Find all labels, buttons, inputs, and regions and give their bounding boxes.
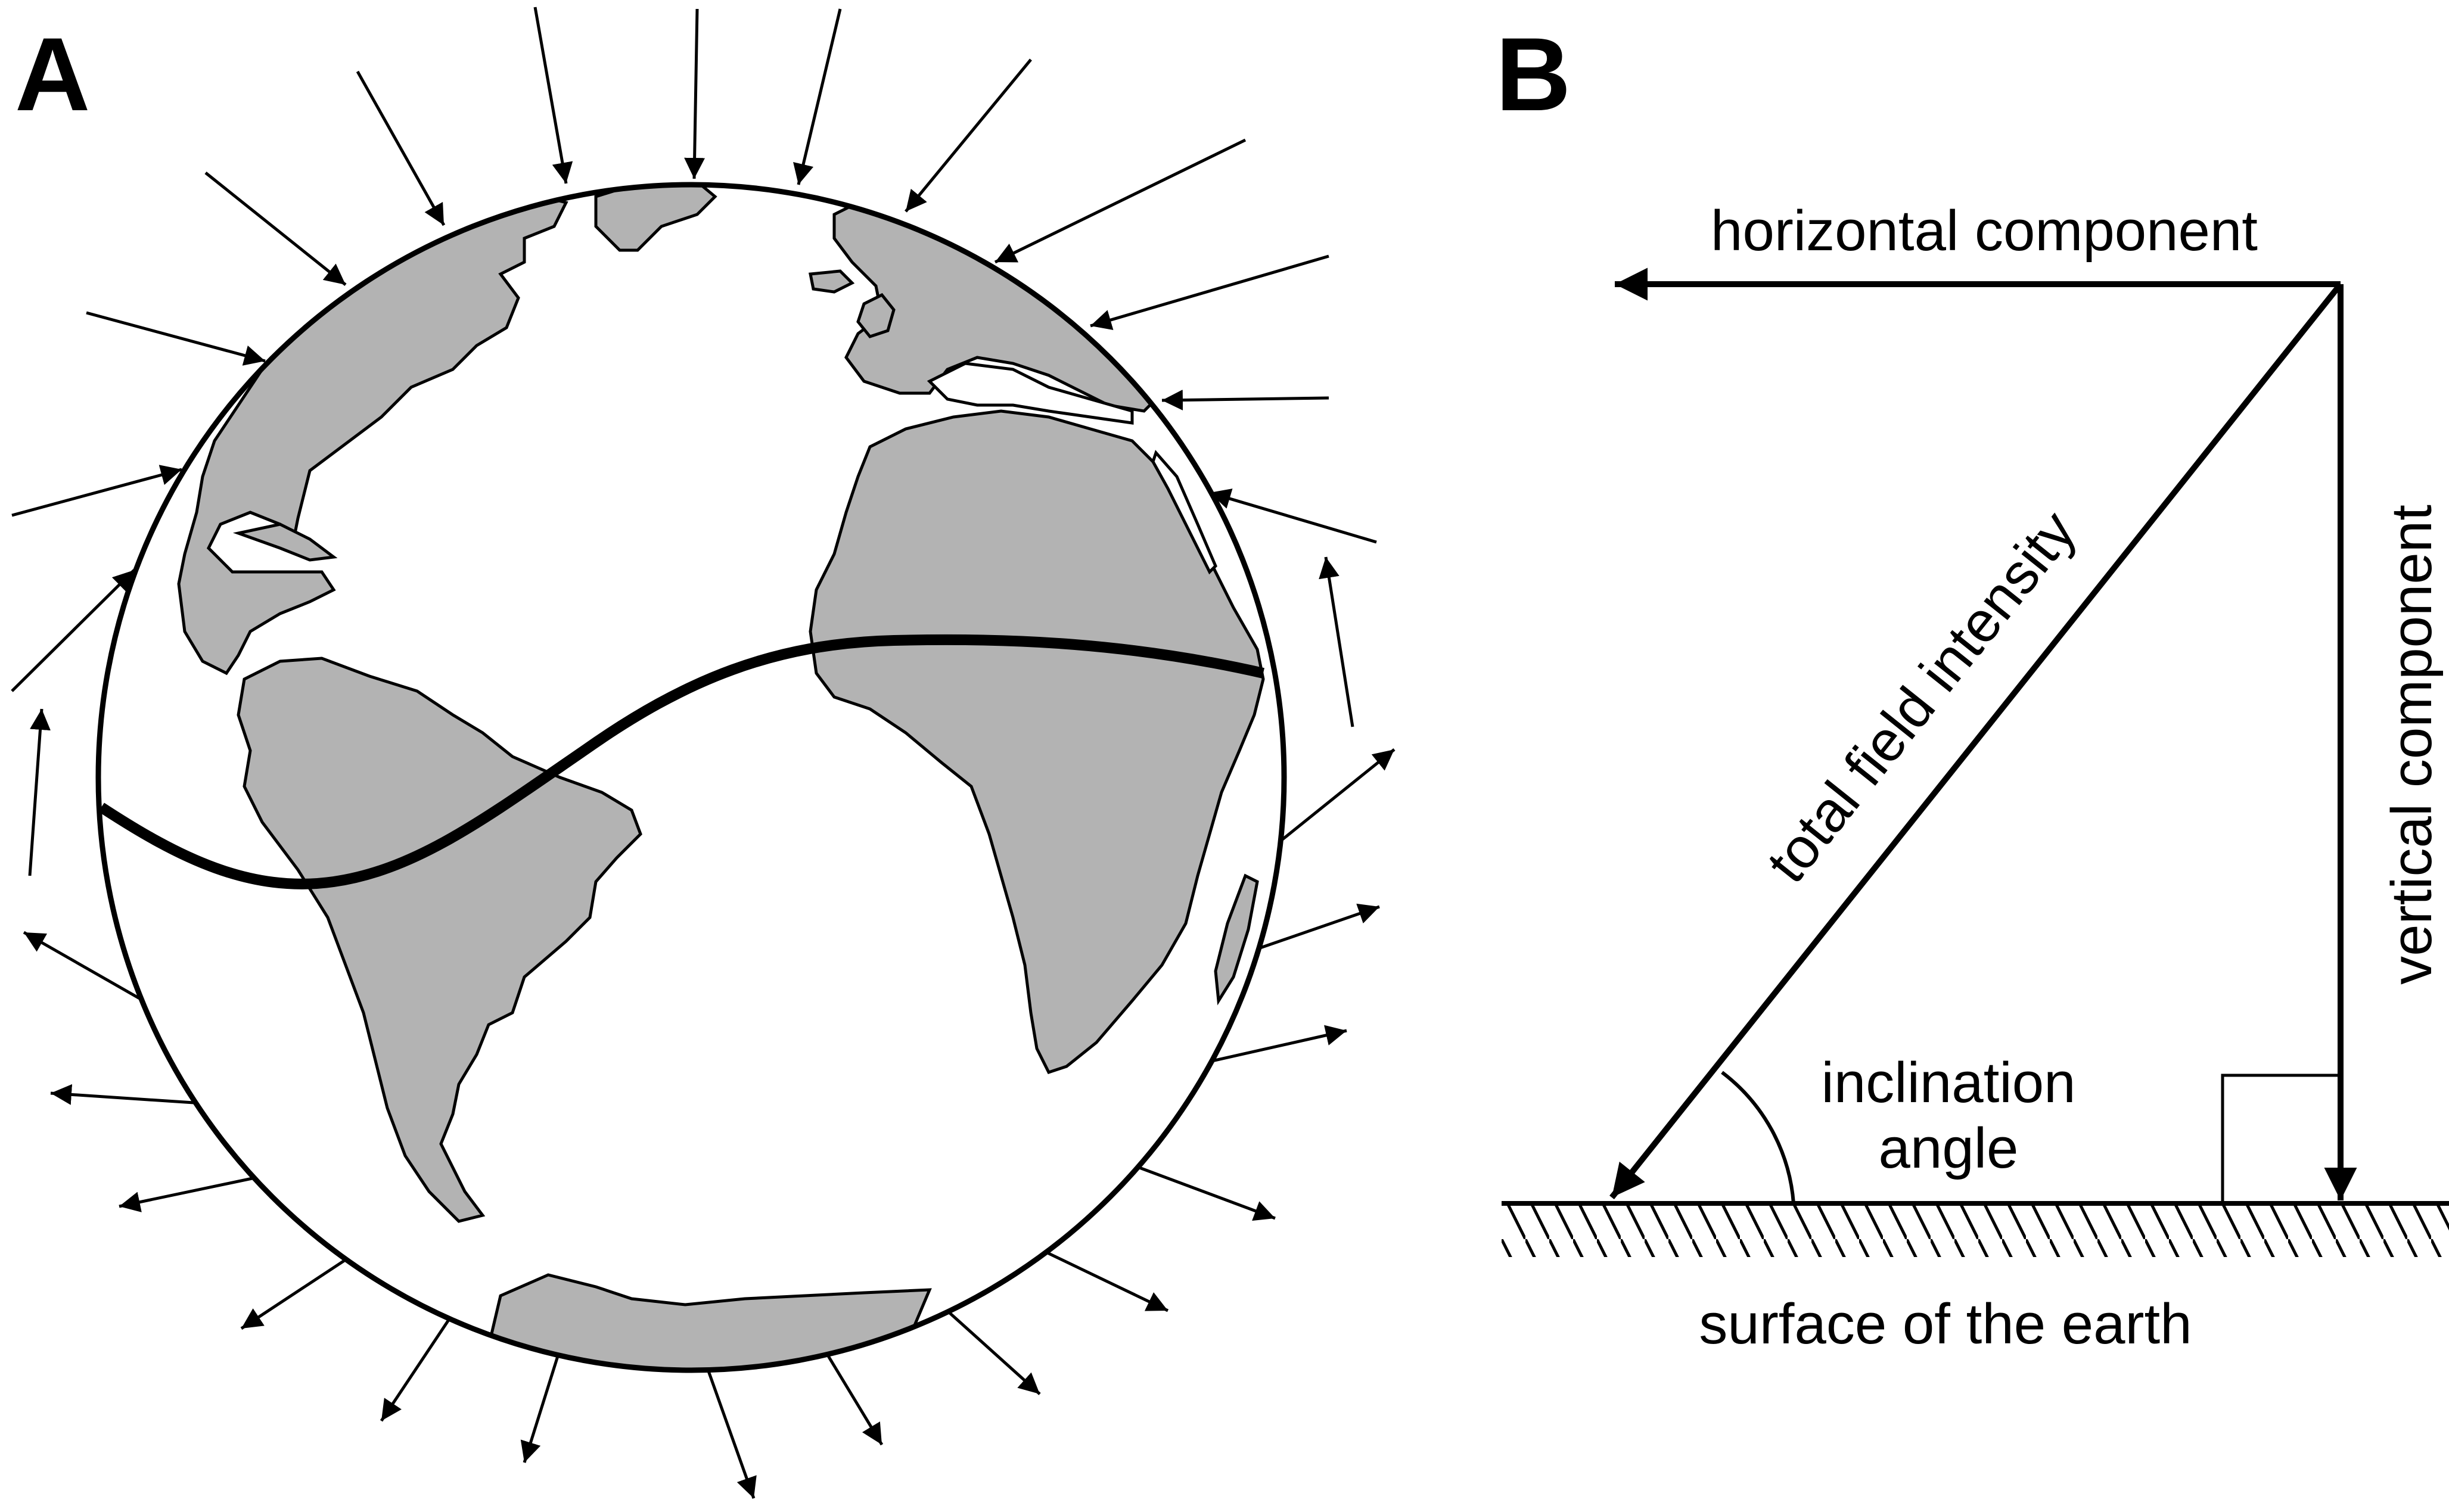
field-arrow-inward-4 bbox=[905, 58, 1032, 213]
inclination-label-line1: inclination bbox=[1822, 1051, 2076, 1115]
total-field-arrow bbox=[1609, 282, 2343, 1200]
magnetic-equator bbox=[98, 634, 1264, 889]
field-arrow-inward-5 bbox=[356, 70, 446, 226]
field-arrow-inward-7 bbox=[86, 311, 266, 366]
total-field-label: total field intensity bbox=[1755, 499, 2089, 894]
panel-a-label: A bbox=[15, 17, 90, 133]
surface-hatching-mask bbox=[1502, 1257, 2449, 1263]
field-arrow-inward-1 bbox=[533, 7, 573, 184]
field-arrow-inward-8 bbox=[994, 138, 1247, 264]
inclination-angle-arc bbox=[1721, 1071, 1795, 1204]
surface-hatching bbox=[1502, 1205, 2449, 1257]
field-arrow-inward-11 bbox=[11, 465, 182, 517]
field-arrow-inward-3 bbox=[793, 8, 842, 185]
globe bbox=[95, 182, 1287, 1373]
field-arrow-outward-5 bbox=[1120, 1159, 1276, 1221]
inclination-label-line2: angle bbox=[1879, 1116, 2019, 1180]
field-arrow-outward-1 bbox=[1319, 556, 1354, 727]
british-isles bbox=[856, 293, 896, 338]
field-arrow-inward-6 bbox=[204, 172, 347, 286]
cuba bbox=[232, 522, 338, 562]
field-arrow-inward-10 bbox=[1161, 390, 1329, 410]
panel-a: A bbox=[11, 7, 1396, 1499]
mediterranean-sea bbox=[927, 362, 1134, 425]
vertical-component-label: vertical component bbox=[2380, 505, 2444, 985]
field-arrow-outward-16 bbox=[28, 708, 51, 876]
field-arrow-inward-2 bbox=[684, 8, 706, 179]
field-arrow-inward-12 bbox=[1209, 489, 1377, 544]
madagascar bbox=[1214, 873, 1259, 1006]
north-america bbox=[177, 195, 568, 676]
greenland bbox=[594, 185, 717, 252]
field-arrow-inward-13 bbox=[11, 569, 135, 692]
field-arrows-inward bbox=[11, 7, 1377, 692]
surface-label: surface of the earth bbox=[1699, 1292, 2192, 1356]
right-angle-marker bbox=[2221, 1074, 2341, 1203]
field-arrow-inward-9 bbox=[1090, 254, 1329, 330]
continents bbox=[98, 185, 1265, 1370]
red-sea bbox=[1151, 450, 1217, 575]
globe-outline bbox=[95, 182, 1287, 1373]
south-america bbox=[237, 657, 642, 1223]
horizontal-component-label: horizontal component bbox=[1711, 199, 2258, 263]
iceland bbox=[809, 269, 855, 294]
panel-b: B horizontal component vertical componen… bbox=[1496, 17, 2449, 1356]
panel-b-label: B bbox=[1496, 17, 1571, 133]
field-arrow-outward-2 bbox=[1262, 748, 1396, 856]
